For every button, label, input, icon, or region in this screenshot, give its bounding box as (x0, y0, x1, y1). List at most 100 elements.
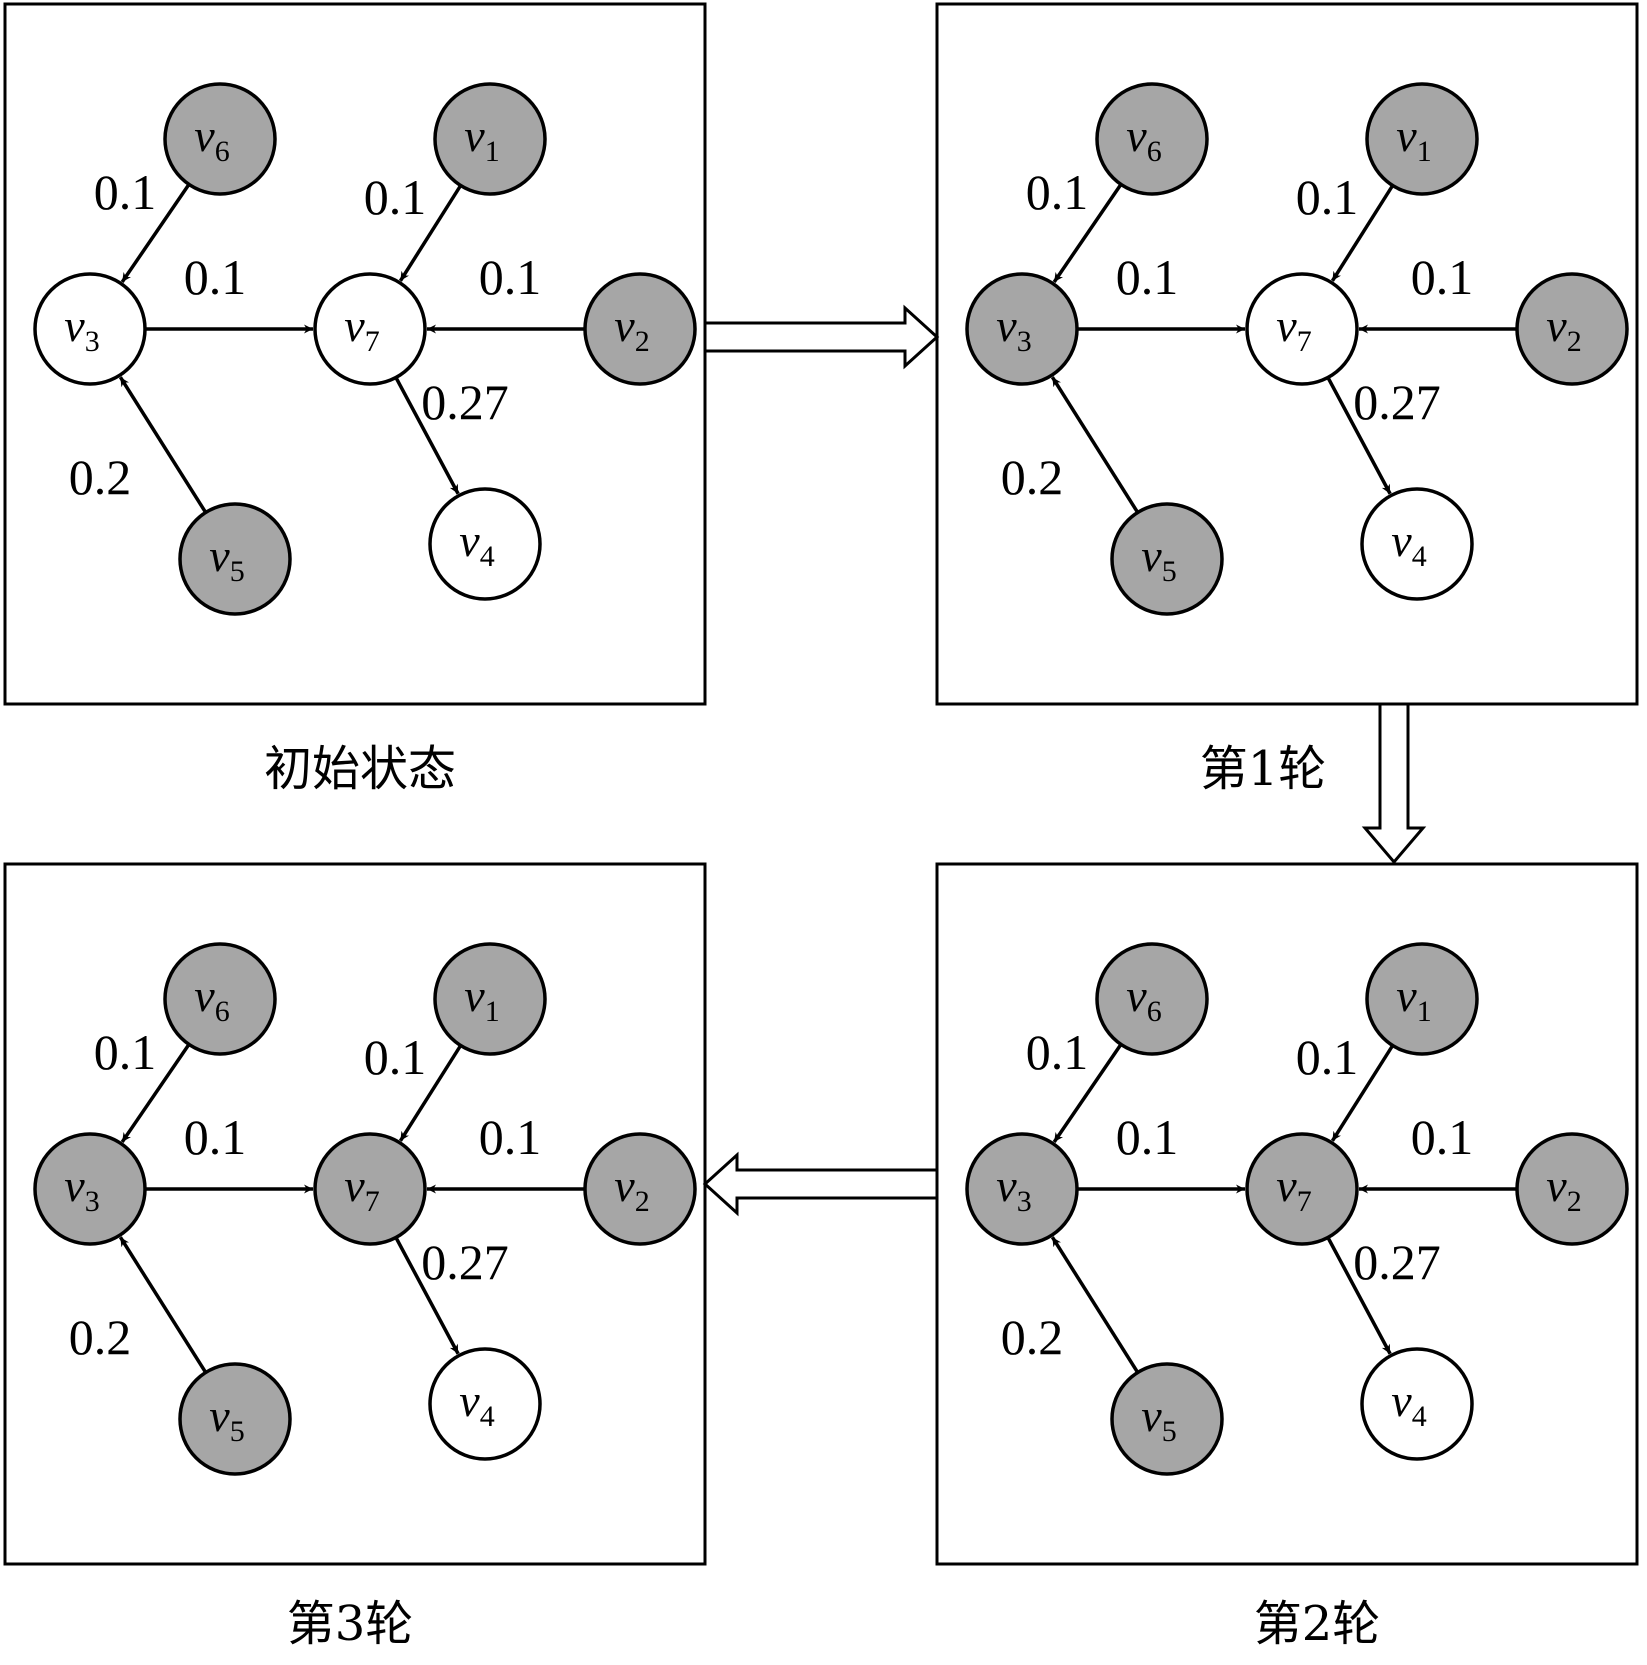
node-circle (313, 272, 427, 386)
node-circle (163, 942, 277, 1056)
edge-weight-v3-v7: 0.1 (184, 249, 247, 305)
node-circle (583, 1132, 697, 1246)
node-v3: v3 (965, 272, 1079, 386)
node-v4: v4 (428, 1347, 542, 1461)
edge-v5-v3 (118, 376, 208, 514)
panel-caption-round3: 第3轮 (287, 1596, 414, 1652)
edge-weight-v7-v4: 0.27 (421, 374, 509, 430)
edge-weight-v3-v7: 0.1 (184, 1109, 247, 1165)
arrow-initial-to-round1 (703, 304, 940, 370)
edge-weight-v1-v7: 0.1 (1296, 1029, 1359, 1085)
edge-weight-v2-v7: 0.1 (479, 249, 542, 305)
node-label: v7 (1276, 1160, 1311, 1218)
edge-v1-v7 (1330, 1044, 1395, 1142)
node-label: v1 (1396, 970, 1431, 1028)
edge-v1-v7 (1330, 184, 1395, 282)
edge-v6-v3 (120, 183, 191, 283)
node-circle (433, 942, 547, 1056)
node-label: v3 (64, 300, 99, 358)
node-circle (965, 1132, 1079, 1246)
edge-weight-v1-v7: 0.1 (364, 1029, 427, 1085)
node-label: v1 (464, 970, 499, 1028)
node-circle (1095, 942, 1209, 1056)
node-circle (1365, 82, 1479, 196)
arrow-round2-to-round3 (702, 1151, 939, 1217)
edge-weight-v5-v3: 0.2 (1001, 449, 1064, 505)
node-circle (1360, 1347, 1474, 1461)
panel-caption-initial: 初始状态 (264, 741, 456, 797)
node-v2: v2 (1515, 272, 1629, 386)
node-v1: v1 (1365, 942, 1479, 1056)
node-label: v7 (344, 300, 379, 358)
node-circle (313, 1132, 427, 1246)
edge-weight-v1-v7: 0.1 (364, 169, 427, 225)
node-v5: v5 (178, 502, 292, 616)
arrow-round1-to-round2 (1361, 702, 1427, 865)
edge-v7-v4 (1326, 376, 1392, 495)
node-v7: v7 (1245, 1132, 1359, 1246)
edge-v6-v3 (1052, 1043, 1123, 1143)
node-v7: v7 (1245, 272, 1359, 386)
node-v5: v5 (1110, 1362, 1224, 1476)
node-label: v5 (1141, 530, 1176, 588)
node-label: v3 (64, 1160, 99, 1218)
panel-frame (3, 2, 707, 706)
node-label: v5 (209, 1390, 244, 1448)
node-circle (1360, 487, 1474, 601)
node-label: v4 (459, 515, 494, 573)
node-v2: v2 (1515, 1132, 1629, 1246)
node-circle (1515, 272, 1629, 386)
edge-v5-v3 (118, 1236, 208, 1374)
edge-weight-v6-v3: 0.1 (94, 1024, 157, 1080)
node-label: v7 (1276, 300, 1311, 358)
edge-weight-v7-v4: 0.27 (421, 1234, 509, 1290)
node-v4: v4 (428, 487, 542, 601)
node-circle (163, 82, 277, 196)
node-label: v1 (464, 110, 499, 168)
edge-weight-v7-v4: 0.27 (1353, 374, 1441, 430)
edge-weight-v3-v7: 0.1 (1116, 1109, 1179, 1165)
edge-weight-v5-v3: 0.2 (69, 449, 132, 505)
edge-weight-v5-v3: 0.2 (1001, 1309, 1064, 1365)
node-label: v4 (1391, 1375, 1426, 1433)
node-v2: v2 (583, 1132, 697, 1246)
panel-caption-round1: 第1轮 (1200, 741, 1327, 797)
node-label: v7 (344, 1160, 379, 1218)
edge-weight-v6-v3: 0.1 (1026, 1024, 1089, 1080)
node-circle (1245, 1132, 1359, 1246)
edge-weight-v6-v3: 0.1 (94, 164, 157, 220)
edge-v6-v3 (120, 1043, 191, 1143)
node-circle (1110, 1362, 1224, 1476)
panel-frame (935, 862, 1639, 1566)
node-v5: v5 (1110, 502, 1224, 616)
node-v4: v4 (1360, 1347, 1474, 1461)
node-circle (1515, 1132, 1629, 1246)
node-label: v2 (614, 1160, 649, 1218)
node-v3: v3 (33, 272, 147, 386)
node-label: v5 (209, 530, 244, 588)
node-label: v6 (194, 110, 229, 168)
node-label: v6 (194, 970, 229, 1028)
node-circle (33, 272, 147, 386)
node-circle (1110, 502, 1224, 616)
node-circle (428, 487, 542, 601)
edge-v7-v4 (394, 1236, 460, 1355)
edge-v1-v7 (398, 1044, 463, 1142)
node-v7: v7 (313, 272, 427, 386)
node-circle (178, 1362, 292, 1476)
node-v4: v4 (1360, 487, 1474, 601)
node-circle (178, 502, 292, 616)
node-circle (1365, 942, 1479, 1056)
edge-v1-v7 (398, 184, 463, 282)
node-v5: v5 (178, 1362, 292, 1476)
edge-weight-v2-v7: 0.1 (1411, 1109, 1474, 1165)
node-v1: v1 (433, 942, 547, 1056)
node-v6: v6 (1095, 942, 1209, 1056)
node-v6: v6 (163, 942, 277, 1056)
node-v1: v1 (433, 82, 547, 196)
node-label: v2 (1546, 300, 1581, 358)
edge-v6-v3 (1052, 183, 1123, 283)
